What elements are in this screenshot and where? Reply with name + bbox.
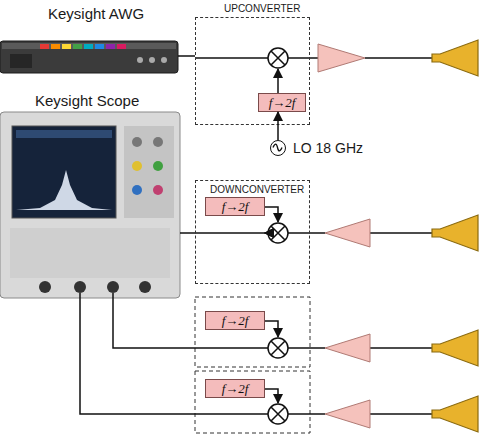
mixer-cross (271, 226, 285, 240)
horn-antenna (432, 396, 478, 432)
scope-controls (124, 126, 174, 218)
node-heading: Keysight Scope (35, 92, 139, 109)
wire (265, 389, 278, 403)
mixer-cross (271, 407, 285, 421)
instrument-awg: Keysight AWG (0, 40, 178, 74)
wire (288, 57, 318, 59)
scope-knob (153, 185, 163, 195)
awg-slot (106, 44, 115, 49)
mixer-symbol (268, 48, 288, 68)
node-heading: Keysight AWG (48, 5, 144, 22)
scope-knob (132, 185, 142, 195)
wire (370, 413, 432, 415)
instrument-scope: Keysight Scope (0, 112, 180, 298)
awg-slot (62, 44, 71, 49)
awg-top-strip (2, 43, 176, 49)
doubler-box: f→2f (205, 311, 265, 330)
doubler-box: f→2f (205, 379, 265, 398)
node-label: f→2f (222, 381, 249, 397)
awg-slot (51, 44, 60, 49)
downconverter-box: DOWNCONVERTER f→2f (195, 180, 310, 284)
awg-slot (84, 44, 93, 49)
mixer-cross (271, 51, 285, 65)
horn-antenna (432, 40, 478, 76)
awg-connector (161, 57, 167, 63)
awg-slot (117, 44, 126, 49)
amplifier-symbol (318, 44, 365, 72)
signal-connector (180, 232, 195, 234)
wire (195, 57, 268, 59)
scope-input (74, 281, 86, 293)
scope-trace (16, 170, 112, 210)
node-label: f→2f (222, 199, 249, 215)
wire (265, 321, 278, 337)
wire (277, 69, 279, 93)
awg-slot (95, 44, 104, 49)
mixer-symbol (268, 404, 288, 424)
wire (288, 232, 325, 234)
wiring (80, 58, 432, 414)
wire (370, 347, 432, 349)
wire (195, 232, 268, 234)
wire (265, 207, 278, 222)
signal-connector (277, 112, 279, 140)
signal-connector (265, 232, 270, 234)
node-heading: LO 18 GHz (293, 140, 363, 156)
awg-slot (73, 44, 82, 49)
wire (370, 232, 432, 234)
awg-connector (149, 57, 155, 63)
signal-connector (178, 55, 195, 57)
wire (365, 57, 432, 59)
mixer-symbol (268, 338, 288, 358)
sine-wave (273, 144, 282, 151)
amplifier-symbol (325, 219, 370, 247)
scope-menu (16, 130, 112, 138)
node-heading: DOWNCONVERTER (210, 184, 304, 195)
scope-knob (153, 161, 163, 171)
horn-antenna (432, 330, 478, 366)
wire (113, 293, 268, 348)
awg-panel (10, 54, 32, 68)
mixer-symbol (268, 223, 288, 243)
horn-antenna (432, 215, 478, 251)
scope-input (39, 281, 51, 293)
scope-input (107, 281, 119, 293)
awg-slot (40, 44, 49, 49)
mixer-cross (271, 341, 285, 355)
scope-illustration (0, 112, 180, 298)
amplifier-symbol (325, 334, 370, 362)
wire (288, 347, 325, 349)
amplifier-symbol (325, 400, 370, 428)
awg-illustration (0, 41, 178, 73)
amplifiers (318, 44, 370, 428)
upconverter-box: UPCONVERTERf→2f (195, 17, 310, 125)
signal-connector (265, 232, 270, 234)
scope-knob (132, 161, 142, 171)
awg-chassis (0, 41, 178, 73)
wire (80, 293, 268, 414)
scope-screen (12, 126, 116, 218)
lo-source: LO 18 GHz (270, 140, 286, 156)
scope-lower-panel (10, 228, 170, 278)
scope-input (139, 281, 151, 293)
signal-connector (265, 232, 270, 234)
node-heading: UPCONVERTER (224, 3, 301, 14)
downconverter-box (195, 371, 310, 433)
scope-body (0, 112, 180, 298)
doubler-box: f→2f (205, 197, 265, 216)
doubler-box: f→2f (258, 93, 306, 112)
node-label: f→2f (269, 95, 296, 111)
awg-connector (137, 57, 143, 63)
scope-knob (132, 137, 142, 147)
wire (288, 413, 325, 415)
antennas (432, 40, 478, 432)
scope-knob (153, 137, 163, 147)
sine-symbol (271, 141, 284, 154)
downconverter-box (195, 297, 310, 367)
node-label: f→2f (222, 313, 249, 329)
